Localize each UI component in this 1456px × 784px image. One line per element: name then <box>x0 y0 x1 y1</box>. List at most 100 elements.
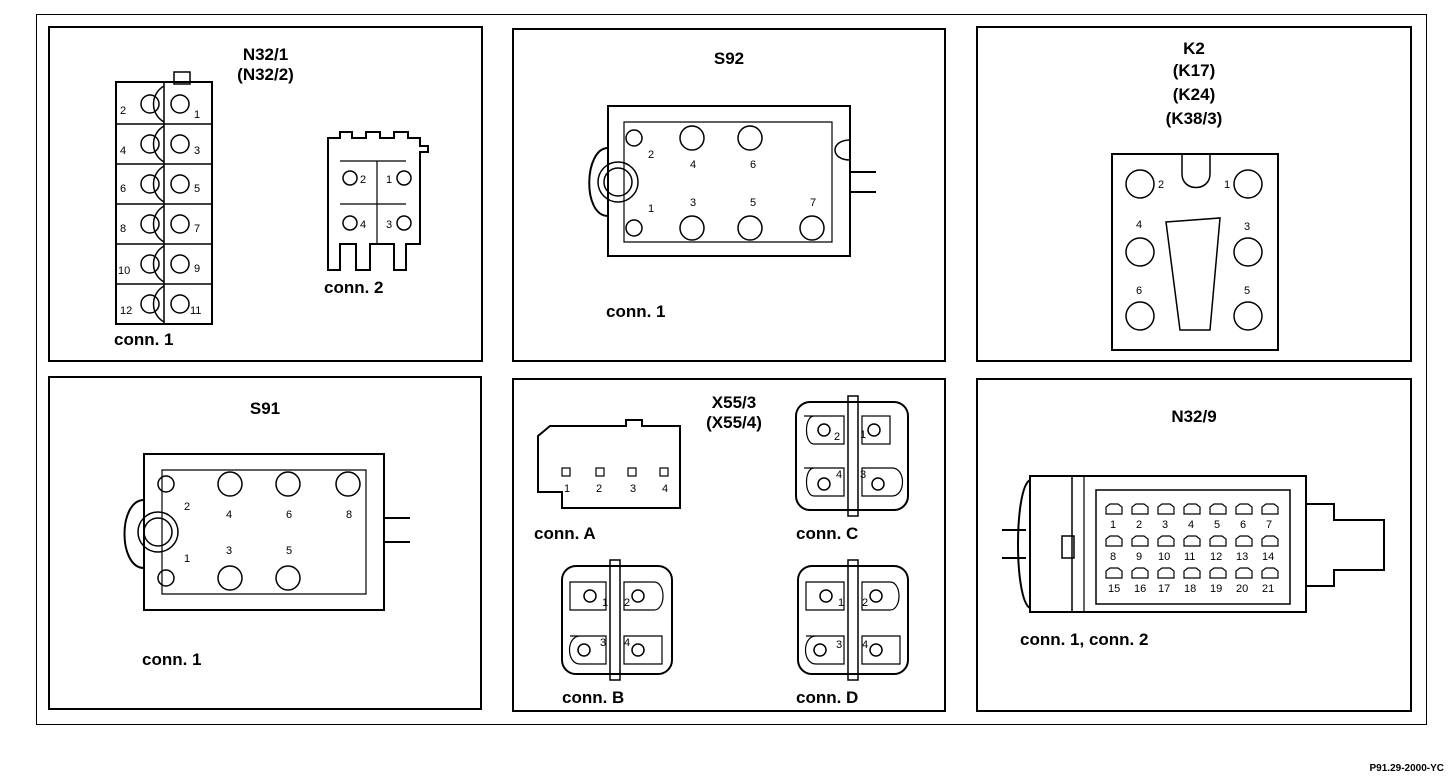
pin-label: 1 <box>194 109 200 121</box>
pin-socket <box>170 134 190 154</box>
panel-title: X55/3 <box>711 393 757 412</box>
pin-label: 12 <box>120 305 132 317</box>
pin-label: 16 <box>1134 583 1146 595</box>
pin-grid-21 <box>1105 503 1279 579</box>
panel-title: N32/9 <box>1171 407 1217 426</box>
connector-7pin: 2 4 6 8 1 3 5 <box>123 453 410 611</box>
panel-subtitle: (K24) <box>1172 85 1216 104</box>
pin-label: 10 <box>1158 551 1170 563</box>
pin-label: 1 <box>564 483 570 495</box>
pin-socket <box>170 254 190 274</box>
pin-label: 4 <box>120 145 126 157</box>
conn-label: conn. B <box>562 688 625 707</box>
pin-label: 2 <box>1136 519 1142 531</box>
panel-title: S92 <box>713 49 745 68</box>
pin-socket <box>152 165 165 203</box>
connector-a: 1 2 3 4 <box>537 419 681 509</box>
conn-label: conn. 1 <box>142 650 202 669</box>
pin-label: 3 <box>600 637 606 649</box>
pin-label: 5 <box>286 545 292 557</box>
panel-subtitle: (N32/2) <box>237 65 294 84</box>
pin-label: 11 <box>190 305 201 317</box>
pin-label: 9 <box>194 263 200 275</box>
pin-label: 2 <box>624 597 630 609</box>
panel-title: S91 <box>249 399 281 418</box>
pin-socket <box>1183 503 1201 515</box>
pin-label: 11 <box>1184 551 1195 563</box>
panel-title: N32/1 <box>242 45 289 64</box>
pin-label: 4 <box>836 469 842 481</box>
pin-socket <box>152 205 165 243</box>
connector-4pin: 2 1 4 3 <box>327 131 429 271</box>
pin-label: 8 <box>1110 551 1116 563</box>
panel-n32-9: N32/9 1 2 3 4 5 6 7 8 9 10 11 12 13 14 1… <box>976 378 1412 712</box>
conn-label: conn. 2 <box>324 278 384 297</box>
pin-socket <box>1235 535 1253 547</box>
pin-label: 14 <box>1262 551 1274 563</box>
diagram-frame <box>36 14 1427 725</box>
panel-s92: S92 2 4 6 1 3 5 7 conn. 1 <box>512 28 946 362</box>
pin-socket <box>140 294 160 314</box>
panel-subtitle: (K38/3) <box>1165 109 1223 128</box>
pin-label: 13 <box>1236 551 1248 563</box>
pin-label: 9 <box>1136 551 1142 563</box>
pin-socket <box>1183 535 1201 547</box>
pin-socket <box>152 245 165 283</box>
figure-code: P91.29-2000-YC <box>1369 763 1445 774</box>
pin-label: 1 <box>1224 179 1230 191</box>
panel-x55-3: X55/3 (X55/4) 1 2 3 4 2 1 4 3 <box>512 378 946 712</box>
pin-label: 5 <box>750 197 756 209</box>
pin-label: 1 <box>602 597 608 609</box>
pin-socket <box>1157 567 1175 579</box>
pin-label: 3 <box>1244 221 1250 233</box>
pin-label: 4 <box>360 219 366 231</box>
pin-label: 3 <box>630 483 636 495</box>
pin-label: 3 <box>690 197 696 209</box>
pin-socket <box>1235 503 1253 515</box>
pin-label: 7 <box>1266 519 1272 531</box>
pin-label: 2 <box>184 501 190 513</box>
pin-label: 15 <box>1108 583 1120 595</box>
connector-c: 2 1 4 3 <box>795 395 909 517</box>
pin-label: 4 <box>662 483 668 495</box>
pin-label: 1 <box>838 597 844 609</box>
pin-socket <box>140 214 160 234</box>
pin-socket <box>1105 567 1123 579</box>
panel-k2: K2 (K17) (K24) (K38/3) 2 1 4 3 6 5 <box>976 26 1412 362</box>
pin-socket <box>152 285 165 323</box>
conn-label: conn. D <box>796 688 859 707</box>
pin-label: 4 <box>226 509 232 521</box>
pin-socket <box>1209 567 1227 579</box>
pin-socket <box>170 214 190 234</box>
pin-label: 10 <box>118 265 130 277</box>
connector-12pin: 2 1 4 3 6 5 8 7 10 9 12 11 <box>115 71 213 325</box>
conn-label: conn. C <box>796 524 859 543</box>
pin-label: 3 <box>836 639 842 651</box>
pin-socket <box>140 174 160 194</box>
pin-label: 8 <box>120 223 126 235</box>
pin-label: 17 <box>1158 583 1170 595</box>
pin-label: 3 <box>386 219 392 231</box>
pin-label: 19 <box>1210 583 1222 595</box>
pin-socket <box>140 94 160 114</box>
pin-label: 2 <box>596 483 602 495</box>
pin-label: 8 <box>346 509 352 521</box>
pin-label: 1 <box>386 174 392 186</box>
pin-label: 1 <box>184 553 190 565</box>
pin-label: 2 <box>648 149 654 161</box>
pin-socket <box>1183 567 1201 579</box>
pin-label: 1 <box>860 429 866 441</box>
pin-socket <box>1235 567 1253 579</box>
pin-label: 4 <box>862 639 868 651</box>
pin-label: 7 <box>194 223 200 235</box>
panel-s91: S91 2 4 6 8 1 3 5 conn. 1 <box>48 376 482 710</box>
pin-socket <box>1209 503 1227 515</box>
pin-label: 3 <box>1162 519 1168 531</box>
pin-label: 18 <box>1184 583 1196 595</box>
panel-subtitle: (X55/4) <box>706 413 762 432</box>
conn-label: conn. A <box>534 524 596 543</box>
pin-socket <box>170 174 190 194</box>
pin-socket <box>140 254 160 274</box>
relay-socket: 2 1 4 3 6 5 <box>1111 153 1279 351</box>
pin-label: 3 <box>226 545 232 557</box>
